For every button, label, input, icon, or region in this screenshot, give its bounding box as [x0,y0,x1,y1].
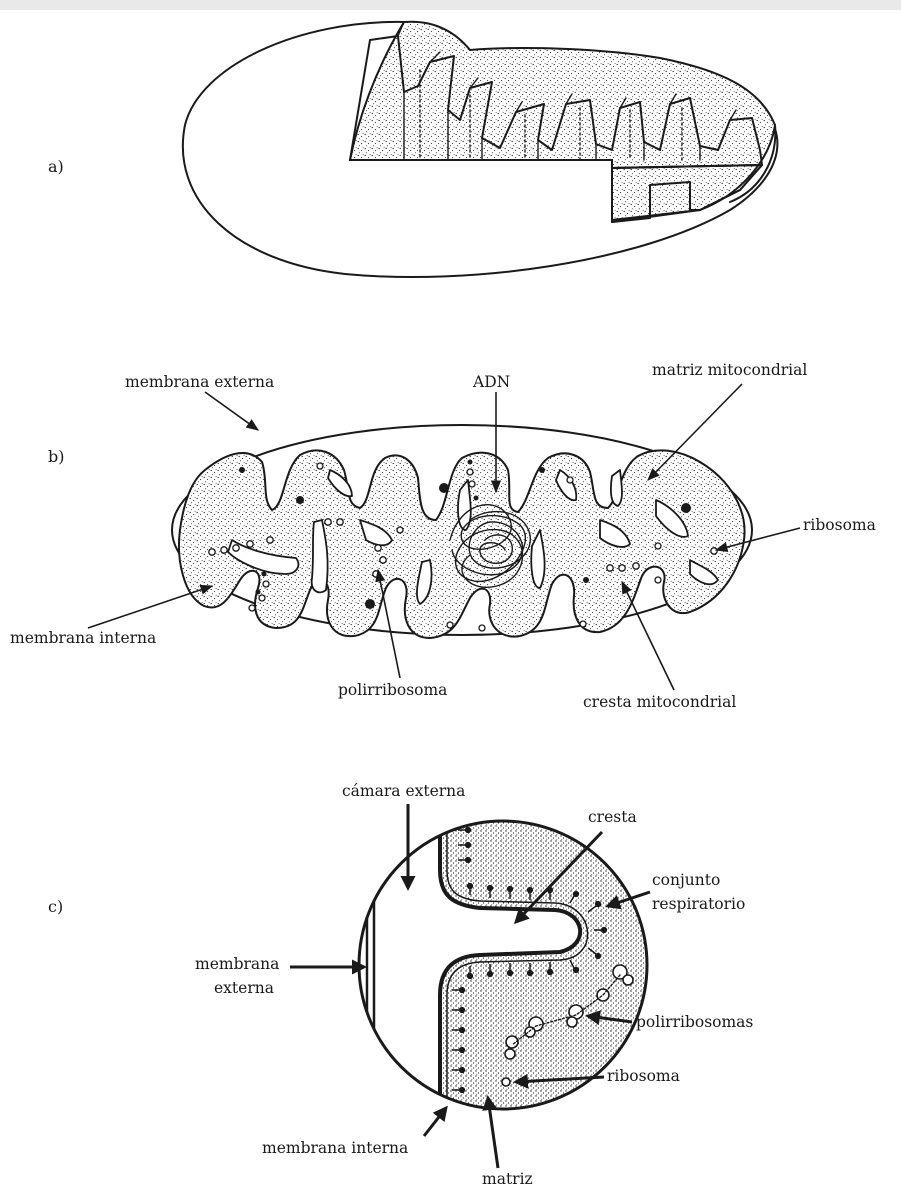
arrow-inner-membrane [88,586,212,628]
label-matrix: matriz mitocondrial [652,361,807,379]
label-outer-chamber: cámara externa [342,782,465,800]
label-crista-c: cresta [588,808,637,826]
label-outer-membrane-c-2: externa [214,979,274,997]
panel-b: b) [10,361,876,711]
label-matrix-c: matriz [482,1170,533,1188]
panel-b-label: b) [48,447,64,466]
label-inner-membrane: membrana interna [10,629,156,647]
label-outer-membrane-c-1: membrana [195,955,279,973]
cut-interior [350,22,775,220]
label-inner-membrane-c: membrana interna [262,1139,408,1157]
label-polyribosomes: polirribosomas [636,1013,753,1031]
panel-c-label: c) [48,897,63,916]
label-respiratory-set-1: conjunto [652,871,720,889]
label-dna: ADN [472,373,510,391]
label-respiratory-set-2: respiratorio [652,895,745,913]
label-ribosome-c: ribosoma [607,1067,680,1085]
arrow-polyribosome [378,570,400,678]
arrow-inner-membrane-c [424,1108,446,1136]
label-polyribosome: polirribosoma [338,681,447,699]
panel-a: a) [48,22,777,277]
label-ribosome: ribosoma [803,516,876,534]
panel-a-label: a) [48,157,64,176]
label-crista: cresta mitocondrial [583,693,736,711]
arrow-outer-membrane [205,392,258,430]
label-outer-membrane: membrana externa [125,373,274,391]
